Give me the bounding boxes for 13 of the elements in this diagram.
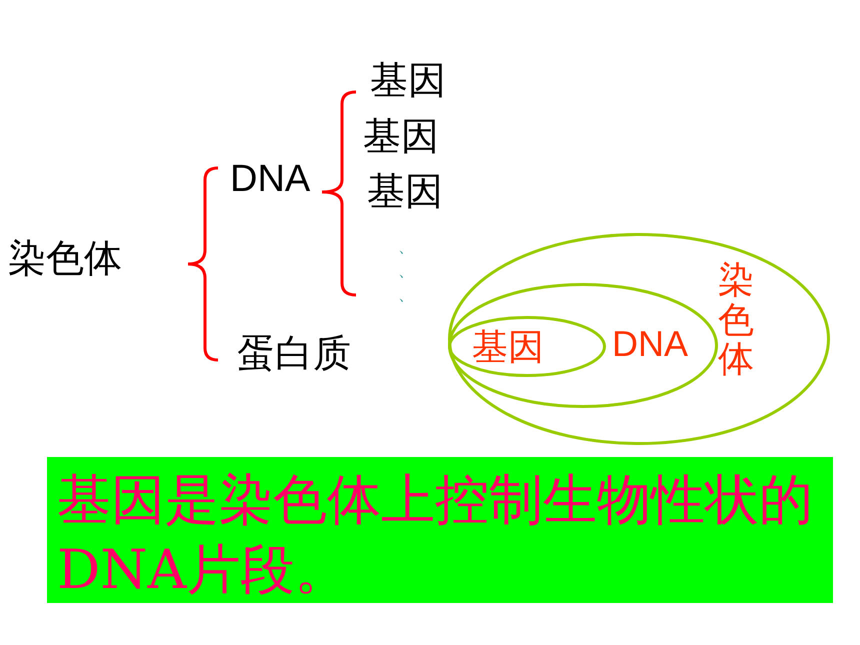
definition-text: 基因是染色体上控制生物性状的DNA片段。: [57, 467, 814, 603]
term-label: DNA: [230, 160, 310, 198]
set-label: 基因: [472, 328, 544, 366]
term-label: 、: [398, 264, 414, 280]
term-label: 基因: [363, 118, 439, 156]
set-label: 染色体: [718, 260, 754, 379]
term-label: 染色体: [8, 240, 122, 278]
term-label: 、: [398, 240, 414, 256]
term-label: 、: [398, 288, 414, 304]
set-label: DNA: [612, 325, 688, 363]
term-label: 基因: [370, 62, 446, 100]
term-label: 蛋白质: [237, 335, 351, 373]
term-label: 基因: [367, 173, 443, 211]
